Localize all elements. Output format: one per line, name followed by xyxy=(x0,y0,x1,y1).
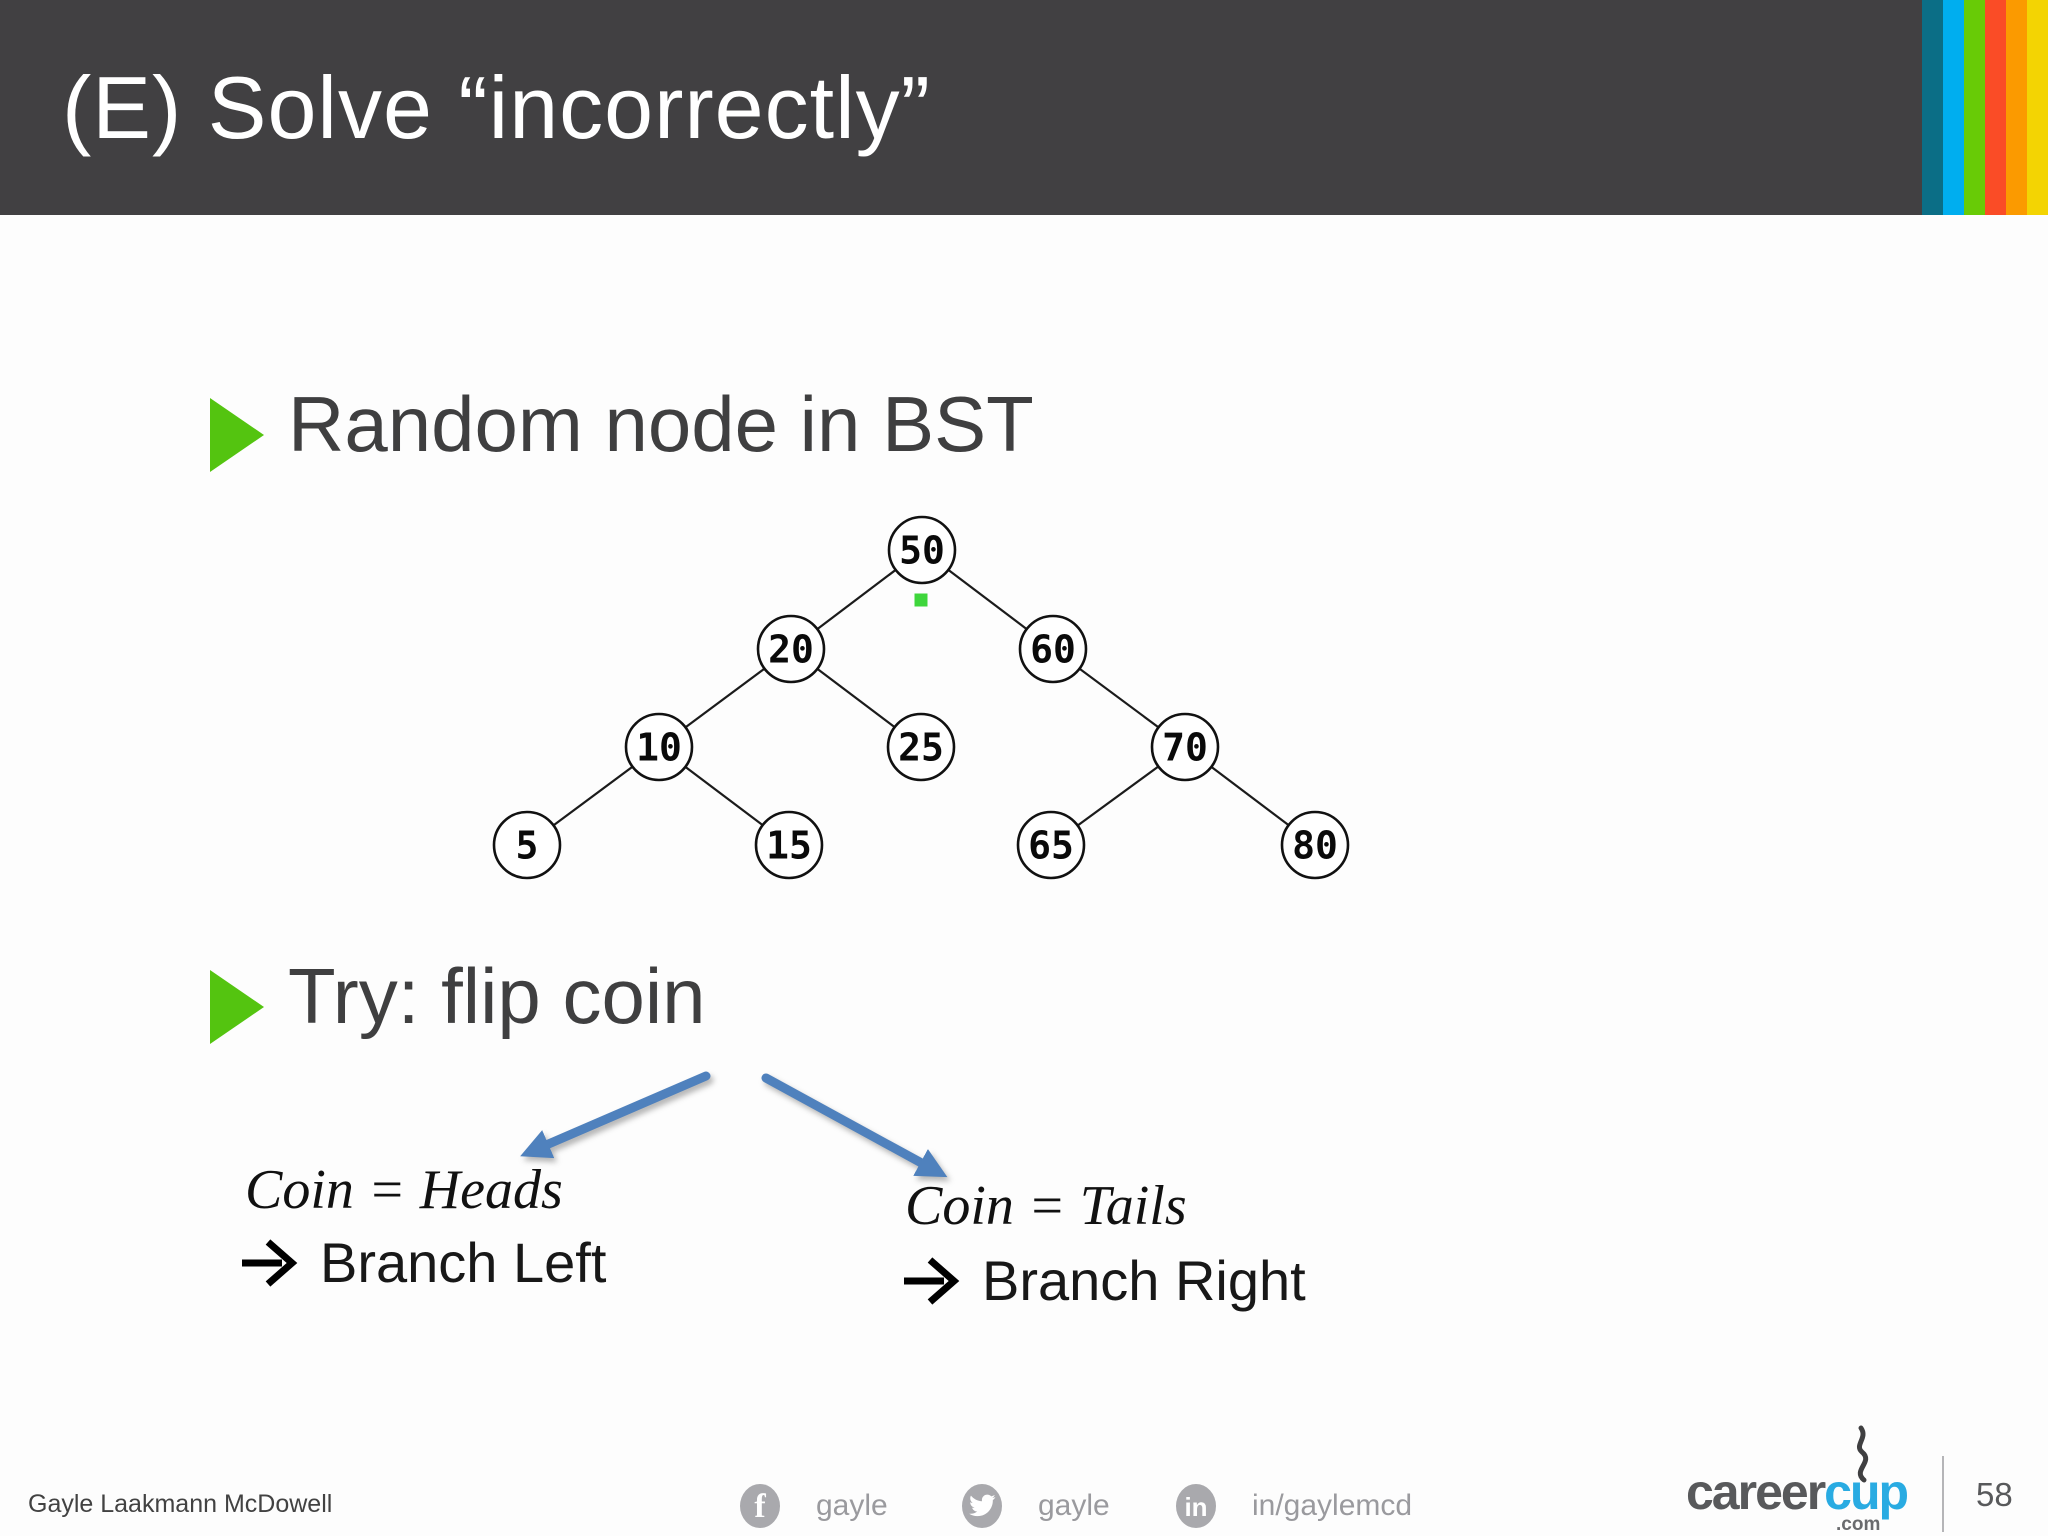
tree-edge xyxy=(1052,648,1186,748)
tree-node-circle xyxy=(1280,810,1350,880)
tree-node-value: 25 xyxy=(898,726,944,770)
slide-title: (E) Solve “incorrectly” xyxy=(62,57,931,157)
social-twitter: gayle xyxy=(960,1483,1110,1529)
tree-node-circle xyxy=(1150,712,1220,782)
steam-icon xyxy=(1856,1425,1869,1483)
tree-edge xyxy=(658,746,790,846)
facebook-icon: f xyxy=(740,1484,780,1528)
tree-edge xyxy=(790,549,923,650)
tree-node-value: 70 xyxy=(1162,726,1208,770)
bullet-try-flip-coin: Try: flip coin xyxy=(210,952,706,1044)
accent-stripe xyxy=(1964,0,1985,215)
twitter-icon xyxy=(962,1484,1002,1528)
tree-edge xyxy=(526,746,660,846)
accent-stripe xyxy=(2027,0,2048,215)
header-stripes xyxy=(1922,0,2048,215)
accent-stripe xyxy=(1985,0,2006,215)
tree-node-circle xyxy=(1018,614,1088,684)
bullet-triangle-icon xyxy=(210,398,264,472)
tree-node-70: 70 xyxy=(1150,712,1220,782)
tree-node-circle xyxy=(886,712,956,782)
tree-node-value: 5 xyxy=(516,824,539,868)
tree-node-60: 60 xyxy=(1018,614,1088,684)
tree-node-circle xyxy=(492,810,562,880)
green-marker-dot xyxy=(914,593,928,607)
tree-node-circle xyxy=(1016,810,1086,880)
tree-edges xyxy=(526,549,1316,846)
branch-left-label: Branch Left xyxy=(320,1231,607,1294)
tree-node-circle xyxy=(756,614,826,684)
right-arrow-icon xyxy=(904,1256,960,1305)
bullet-label: Try: flip coin xyxy=(288,952,706,1040)
bullet-triangle-icon xyxy=(210,970,264,1044)
tree-node-20: 20 xyxy=(756,614,826,684)
linkedin-icon: in xyxy=(1176,1484,1216,1528)
careercup-logo: careercup .com xyxy=(1686,1425,1909,1536)
accent-stripe xyxy=(1943,0,1964,215)
linkedin-handle: in/gaylemcd xyxy=(1252,1489,1413,1522)
tree-nodes: 50 20 60 10 25 70 5 15 65 80 xyxy=(492,515,1350,880)
tree-edge xyxy=(658,648,792,748)
logo-cup: cup xyxy=(1824,1464,1909,1520)
slide-header: (E) Solve “incorrectly” xyxy=(0,0,2048,215)
bullet-label: Random node in BST xyxy=(288,380,1034,468)
branch-right-label: Branch Right xyxy=(982,1249,1306,1312)
tree-node-15: 15 xyxy=(754,810,824,880)
social-linkedin: in in/gaylemcd xyxy=(1174,1483,1412,1529)
author-credit: Gayle Laakmann McDowell xyxy=(28,1490,333,1518)
coin-tails-label: Coin = Tails xyxy=(905,1175,1187,1237)
tree-node-value: 65 xyxy=(1028,824,1074,868)
logo-com: .com xyxy=(1836,1514,1881,1535)
tree-edge xyxy=(921,549,1054,650)
page-number: 58 xyxy=(1976,1476,2013,1513)
tree-node-circle xyxy=(624,712,694,782)
tree-node-50: 50 xyxy=(887,515,957,585)
social-facebook: f gayle xyxy=(738,1483,888,1529)
branch-left-row: Branch Left xyxy=(238,1230,606,1295)
svg-text:in: in xyxy=(1184,1492,1207,1522)
tree-node-10: 10 xyxy=(624,712,694,782)
tree-node-circle xyxy=(887,515,957,585)
tree-node-value: 20 xyxy=(768,628,814,672)
tree-node-5: 5 xyxy=(492,810,562,880)
tree-edge xyxy=(1050,746,1186,846)
tree-node-value: 80 xyxy=(1292,824,1338,868)
tree-extra xyxy=(914,593,928,607)
coin-heads-label: Coin = Heads xyxy=(245,1159,563,1221)
tree-node-circle xyxy=(754,810,824,880)
flip-arrow-left xyxy=(520,1071,711,1159)
tree-node-value: 15 xyxy=(766,824,812,868)
svg-text:f: f xyxy=(754,1488,766,1525)
tree-node-80: 80 xyxy=(1280,810,1350,880)
right-arrow-icon xyxy=(242,1238,298,1287)
tree-edge xyxy=(1184,746,1316,846)
branch-right-row: Branch Right xyxy=(900,1248,1306,1313)
page-divider xyxy=(1942,1456,1944,1532)
flip-arrow-right xyxy=(761,1073,948,1178)
tree-node-value: 60 xyxy=(1030,628,1076,672)
logo-text: careercup xyxy=(1686,1464,1909,1520)
tree-node-value: 50 xyxy=(899,529,945,573)
logo-career: career xyxy=(1686,1464,1826,1520)
facebook-handle: gayle xyxy=(816,1489,888,1522)
bullet-random-node: Random node in BST xyxy=(210,380,1034,472)
tree-node-65: 65 xyxy=(1016,810,1086,880)
accent-stripe xyxy=(1922,0,1943,215)
tree-node-value: 10 xyxy=(636,726,682,770)
tree-edge xyxy=(790,648,922,748)
twitter-handle: gayle xyxy=(1038,1489,1110,1522)
accent-stripe xyxy=(2006,0,2027,215)
tree-node-25: 25 xyxy=(886,712,956,782)
